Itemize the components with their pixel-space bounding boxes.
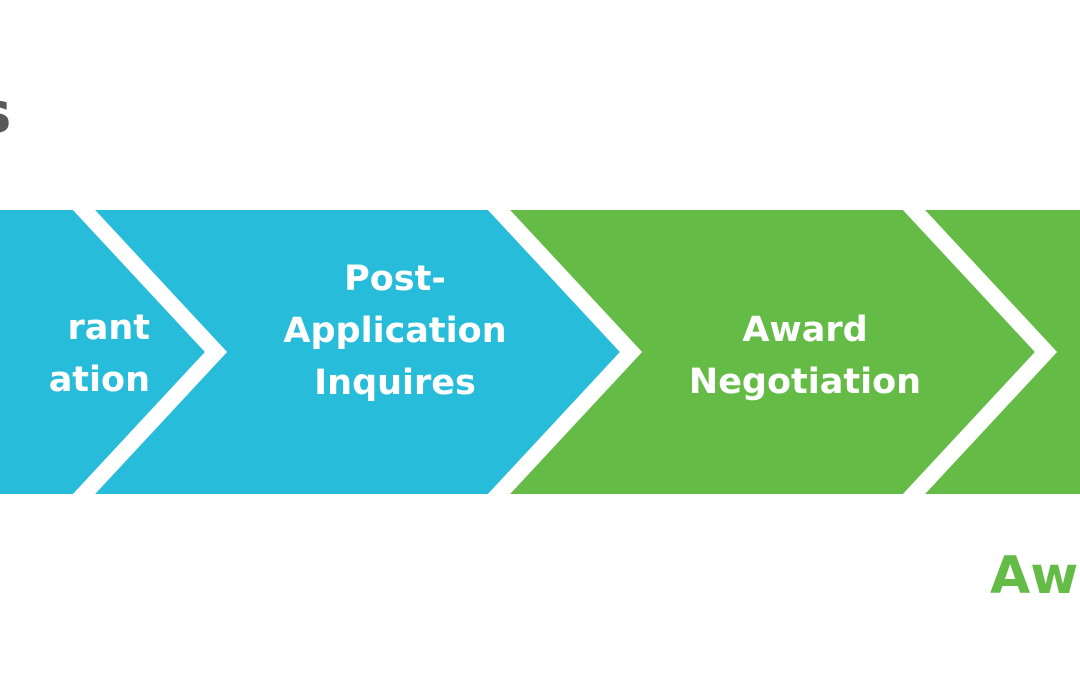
- step-segment-grant-application: [0, 210, 205, 494]
- step-label-post-application-inquires: Post- Application Inquires: [245, 253, 545, 409]
- diagram-title-fragment: s: [0, 86, 11, 142]
- step-label-line: Award: [742, 310, 868, 350]
- step-segment-next-stage: [925, 210, 1080, 494]
- step-label-line: Inquires: [314, 363, 476, 403]
- step-segment-award-negotiation: [510, 210, 1035, 494]
- step-label-line: rant: [67, 308, 150, 348]
- step-label-line: Post-: [344, 259, 446, 299]
- bottom-stage-label: Aw: [990, 546, 1079, 606]
- step-label-line: Application: [283, 311, 507, 351]
- step-label-line: ation: [48, 360, 150, 400]
- step-label-award-negotiation: Award Negotiation: [655, 304, 955, 408]
- step-label-grant-application: rant ation: [0, 302, 150, 406]
- step-segment-post-application-inquires: [95, 210, 620, 494]
- step-label-line: Negotiation: [688, 362, 922, 402]
